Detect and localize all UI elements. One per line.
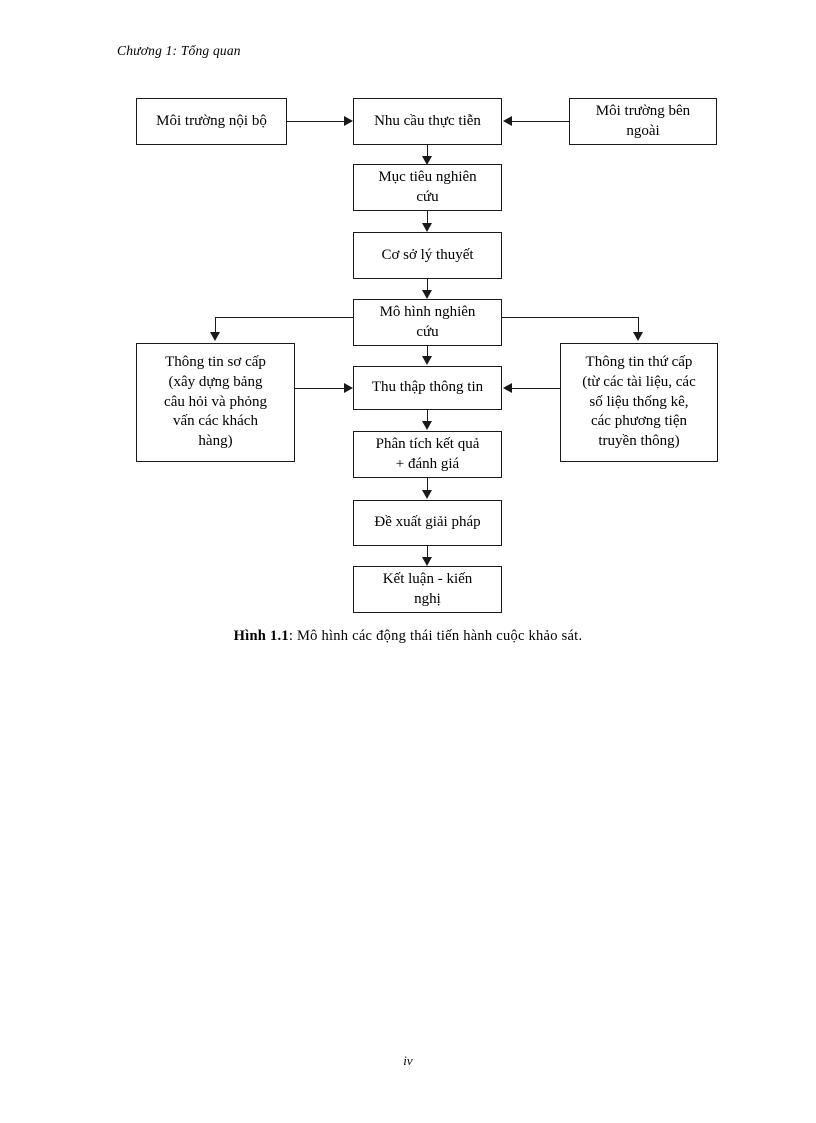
node-line: câu hỏi và phỏng <box>164 393 267 410</box>
figure-flowchart: Môi trường nội bộ Nhu cầu thực tiễn Môi … <box>136 98 718 613</box>
flowchart-node-nhu-cau-thuc-tien[interactable]: Nhu cầu thực tiễn <box>353 98 502 145</box>
connector-nhucau-muctieu <box>427 145 429 159</box>
connector-socap-thuthap <box>295 388 345 390</box>
connector-coso-mohinh <box>427 279 429 292</box>
arrowhead-nhucau-muctieu <box>422 156 432 165</box>
node-line: Cơ sở lý thuyết <box>381 246 474 263</box>
node-line: cứu <box>416 188 439 205</box>
figure-caption-label: Hình 1.1 <box>233 628 289 644</box>
connector-mohinh-thucap-h <box>501 317 639 319</box>
arrowhead-phantich-dexuat <box>422 490 432 499</box>
connector-dexuat-ketluan <box>427 546 429 559</box>
node-line: Thu thập thông tin <box>371 379 484 396</box>
node-line: (từ các tài liệu, các <box>582 373 696 390</box>
node-line: vấn các khách <box>173 413 258 430</box>
page-number: iv <box>403 1053 413 1068</box>
node-line: truyền thông) <box>598 433 680 450</box>
node-line: Kết luận - kiến <box>382 570 473 587</box>
node-line: nghị <box>414 590 441 607</box>
arrowhead-muctieu-coso <box>422 223 432 232</box>
connector-thucap-thuthap <box>512 388 560 390</box>
figure-caption-text: Mô hình các động thái tiến hành cuộc khả… <box>297 628 583 644</box>
flowchart-node-ket-luan-kien-nghi[interactable]: Kết luận - kiến nghị <box>353 566 502 613</box>
arrowhead-mohinh-thuthap <box>422 356 432 365</box>
figure-caption: Hình 1.1: Mô hình các động thái tiến hàn… <box>0 628 816 645</box>
arrowhead-coso-mohinh <box>422 290 432 299</box>
connector-phantich-dexuat <box>427 478 429 491</box>
node-line: Môi trường bên <box>595 102 691 119</box>
connector-mohinh-thuthap <box>427 346 429 357</box>
connector-mohinh-socap-h <box>215 317 354 319</box>
running-header: Chương 1: Tổng quan <box>117 43 241 58</box>
flowchart-node-mo-hinh-nghien-cuu[interactable]: Mô hình nghiên cứu <box>353 299 502 346</box>
node-line: (xây dựng bảng <box>168 373 263 390</box>
arrowhead-dexuat-ketluan <box>422 557 432 566</box>
arrowhead-socap-thuthap <box>344 383 353 393</box>
flowchart-node-co-so-ly-thuyet[interactable]: Cơ sở lý thuyết <box>353 232 502 279</box>
node-line: Mô hình nghiên <box>379 303 476 320</box>
connector-thuthap-phantich <box>427 410 429 422</box>
flowchart-node-phan-tich-ket-qua[interactable]: Phân tích kết quả + đánh giá <box>353 431 502 478</box>
node-line: số liệu thống kê, <box>589 393 689 410</box>
node-line: Đề xuất giải pháp <box>374 514 481 531</box>
flowchart-node-moi-truong-noi-bo[interactable]: Môi trường nội bộ <box>136 98 287 145</box>
arrowhead-bennoai-nhucau <box>503 116 512 126</box>
connector-noibo-nhucau <box>287 121 345 123</box>
node-line: Thông tin sơ cấp <box>165 353 266 370</box>
arrowhead-thuthap-phantich <box>422 421 432 430</box>
flowchart-node-thong-tin-thu-cap[interactable]: Thông tin thứ cấp (từ các tài liệu, các … <box>560 343 718 462</box>
node-line: ngoài <box>626 122 660 139</box>
flowchart-node-moi-truong-ben-ngoai[interactable]: Môi trường bên ngoài <box>569 98 717 145</box>
flowchart-node-muc-tieu-nghien-cuu[interactable]: Mục tiêu nghiên cứu <box>353 164 502 211</box>
node-line: Thông tin thứ cấp <box>585 353 693 370</box>
node-line: các phương tiện <box>590 413 687 430</box>
node-line: Nhu cầu thực tiễn <box>374 112 481 129</box>
node-line: cứu <box>416 323 439 340</box>
flowchart-node-thu-thap-thong-tin[interactable]: Thu thập thông tin <box>353 366 502 410</box>
connector-muctieu-coso <box>427 211 429 225</box>
arrowhead-noibo-nhucau <box>344 116 353 126</box>
connector-bennoai-nhucau <box>512 121 569 123</box>
flowchart-node-thong-tin-so-cap[interactable]: Thông tin sơ cấp (xây dựng bảng câu hỏi … <box>136 343 295 462</box>
connector-mohinh-socap-v <box>215 317 217 334</box>
connector-mohinh-thucap-v <box>637 317 639 334</box>
node-line: Mục tiêu nghiên <box>378 168 477 185</box>
node-line: hàng) <box>198 433 233 450</box>
figure-caption-separator: : <box>288 628 297 644</box>
node-line: + đánh giá <box>395 455 460 472</box>
node-line: Phân tích kết quả <box>375 435 480 452</box>
flowchart-node-de-xuat-giai-phap[interactable]: Đề xuất giải pháp <box>353 500 502 546</box>
node-line: Môi trường nội bộ <box>156 112 267 129</box>
arrowhead-mohinh-thucap <box>633 332 643 341</box>
arrowhead-thucap-thuthap <box>503 383 512 393</box>
arrowhead-mohinh-socap <box>210 332 220 341</box>
